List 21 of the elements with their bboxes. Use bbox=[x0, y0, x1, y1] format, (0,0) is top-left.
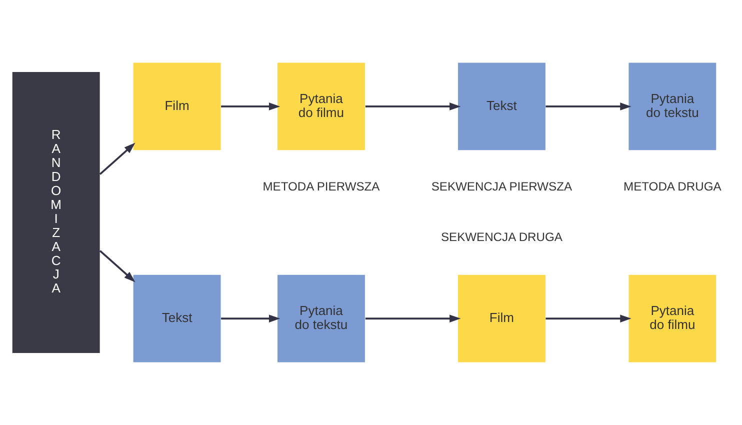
node-box: Tekst bbox=[458, 62, 546, 150]
label: METODA DRUGA bbox=[624, 180, 722, 194]
label: METODA PIERWSZA bbox=[262, 180, 380, 194]
arrow bbox=[99, 250, 136, 282]
node-box: Tekst bbox=[133, 274, 221, 362]
arrow bbox=[99, 142, 136, 175]
arrow bbox=[546, 314, 632, 322]
node-box: Film bbox=[133, 62, 221, 150]
node-box: RANDOMIZACJA bbox=[12, 72, 100, 353]
arrow bbox=[365, 102, 461, 110]
arrow bbox=[221, 314, 280, 322]
arrow bbox=[221, 102, 280, 110]
node-box: Pytania do tekstu bbox=[278, 274, 365, 362]
arrow bbox=[365, 314, 461, 322]
node-box: Pytania do filmu bbox=[278, 62, 365, 150]
label: SEKWENCJA DRUGA bbox=[440, 230, 562, 244]
node-box: Pytania do tekstu bbox=[628, 62, 716, 150]
node-box: Film bbox=[458, 274, 546, 362]
arrow bbox=[546, 102, 632, 110]
label: SEKWENCJA PIERWSZA bbox=[431, 180, 572, 194]
node-box: Pytania do filmu bbox=[628, 274, 716, 362]
